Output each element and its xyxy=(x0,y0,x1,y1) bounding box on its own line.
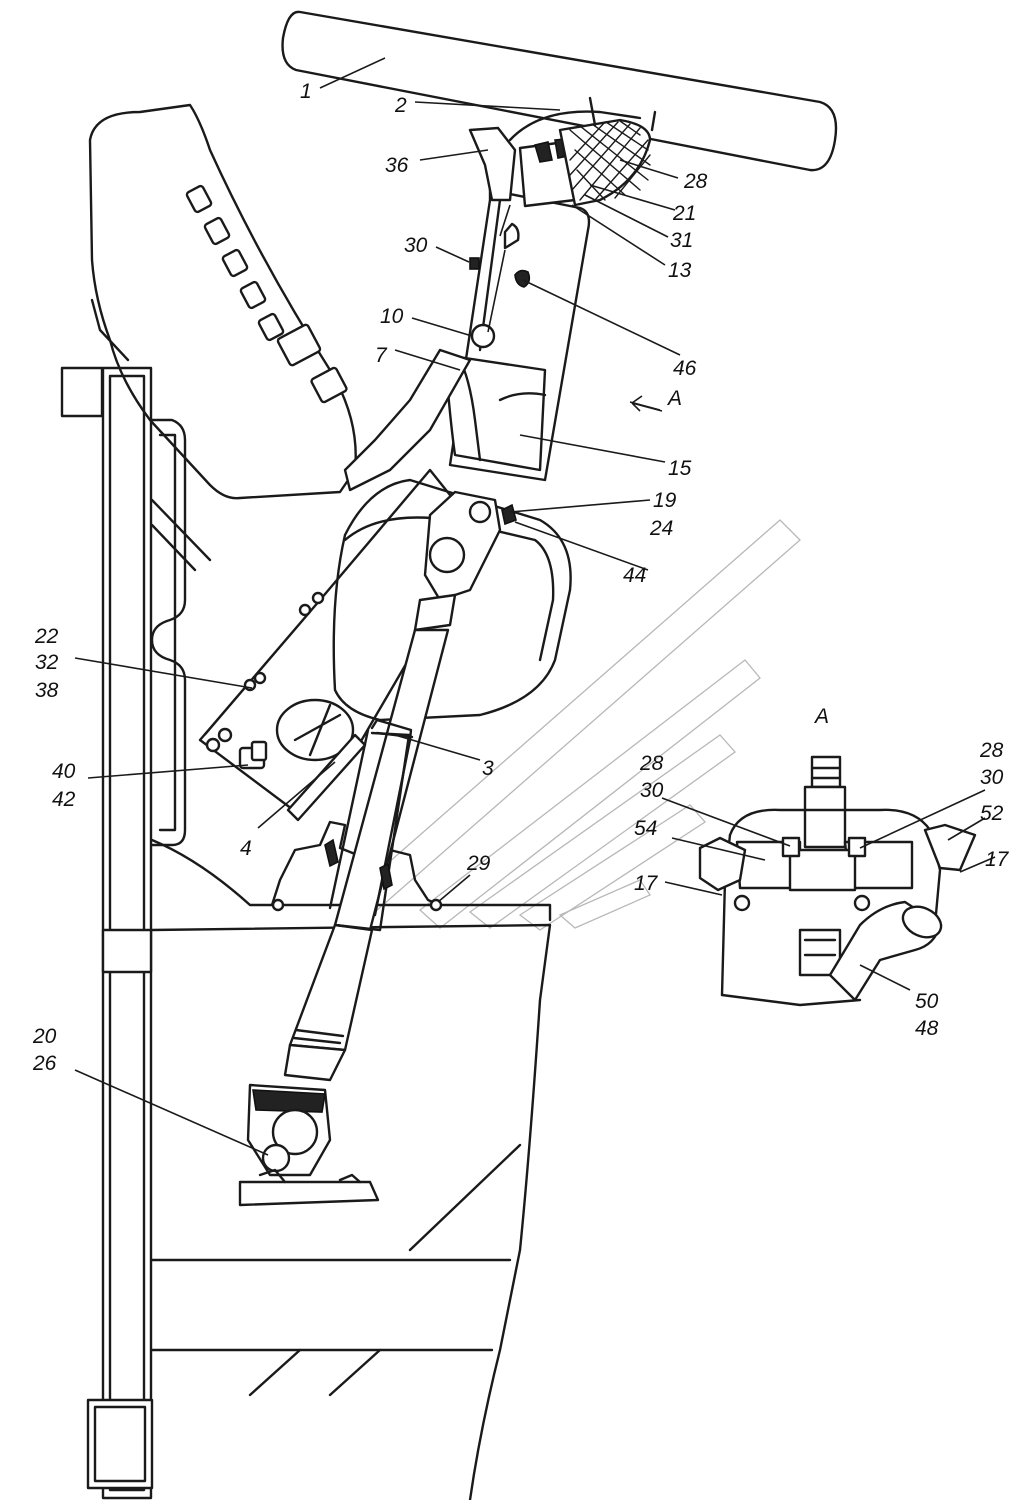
callout-19: 19 xyxy=(653,489,677,512)
callout-15: 15 xyxy=(668,457,692,480)
cab-frame xyxy=(60,366,552,1500)
callout-17-right: 17 xyxy=(985,848,1010,871)
callout-26: 26 xyxy=(32,1052,57,1075)
callout-28-right: 28 xyxy=(979,739,1004,762)
callout-3: 3 xyxy=(482,757,494,780)
callout-1: 1 xyxy=(300,80,312,103)
callout-46: 46 xyxy=(673,357,697,380)
callout-30: 30 xyxy=(404,234,428,257)
callout-29: 29 xyxy=(466,852,491,875)
upper-universal-joint xyxy=(413,490,517,632)
callout-13: 13 xyxy=(668,259,692,282)
callout-44: 44 xyxy=(623,564,646,587)
lower-universal-joint xyxy=(238,1083,380,1207)
view-a-arrow-label: A xyxy=(666,387,682,410)
callout-36: 36 xyxy=(385,154,409,177)
steering-column-upper xyxy=(343,188,591,492)
callout-20: 20 xyxy=(32,1025,57,1048)
callout-28-left: 28 xyxy=(639,752,664,775)
leader-lines xyxy=(74,57,996,1156)
callout-40: 40 xyxy=(52,760,76,783)
view-a-arrow xyxy=(631,395,663,412)
callout-22: 22 xyxy=(34,625,59,648)
callout-50: 50 xyxy=(915,990,939,1013)
steering-wheel-rim xyxy=(281,10,838,172)
view-a-detail xyxy=(698,755,977,1007)
callout-21: 21 xyxy=(672,202,696,225)
callout-30-right: 30 xyxy=(980,766,1004,789)
callout-32: 32 xyxy=(35,651,59,674)
callout-30-left: 30 xyxy=(640,779,664,802)
callout-4: 4 xyxy=(240,837,252,860)
instrument-panel xyxy=(88,103,357,500)
column-cover-housing xyxy=(332,478,572,722)
callout-28: 28 xyxy=(683,170,708,193)
callout-31: 31 xyxy=(670,229,693,252)
view-a-title: A xyxy=(813,705,829,728)
callout-2: 2 xyxy=(394,94,407,117)
callout-52: 52 xyxy=(980,802,1004,825)
intermediate-shaft xyxy=(283,628,450,1082)
callout-24: 24 xyxy=(649,517,673,540)
callout-54: 54 xyxy=(634,817,657,840)
callout-10: 10 xyxy=(380,305,404,328)
callout-labels: 1 2 36 28 21 31 13 30 46 10 7 A 15 19 24… xyxy=(32,80,1010,1075)
callout-42: 42 xyxy=(52,788,76,811)
callout-7: 7 xyxy=(375,344,388,367)
callout-17-left: 17 xyxy=(634,872,659,895)
callout-38: 38 xyxy=(35,679,59,702)
callout-48: 48 xyxy=(915,1017,939,1040)
steering-hub-switches xyxy=(468,96,657,208)
